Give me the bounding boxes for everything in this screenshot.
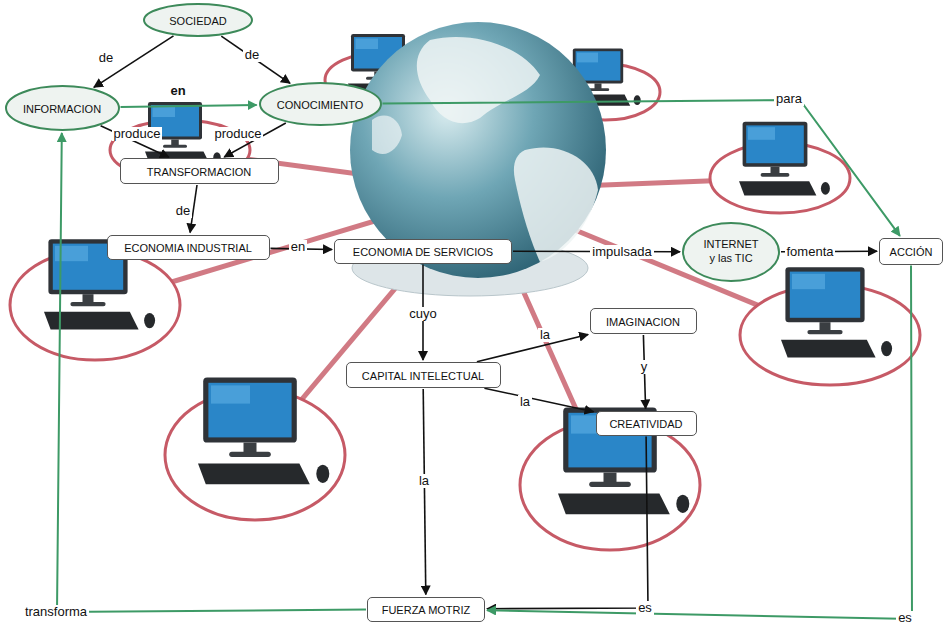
edge-label: de: [243, 48, 261, 62]
edge-label: es: [896, 611, 914, 625]
edge-label: para: [774, 92, 804, 106]
ellipse-outline: [6, 86, 119, 130]
text-holder: INFORMACION: [23, 99, 101, 117]
edge-label: la: [518, 395, 532, 409]
concept-ellipse: SOCIEDAD: [143, 3, 253, 37]
globe-continent: [372, 116, 402, 154]
concept-ellipse: CONOCIMIENTO: [259, 82, 382, 126]
text-holder: ACCIÓN: [890, 242, 933, 260]
edge-label: en: [168, 84, 187, 98]
node-text: FUERZA MOTRIZ: [382, 604, 471, 618]
edge-label: es: [636, 601, 654, 615]
text-holder: INTERNET y las TIC: [700, 238, 762, 266]
connector-arrow: [57, 133, 366, 612]
computer-icon: [739, 122, 830, 196]
edge-label: y: [639, 360, 650, 374]
connector-arrow: [101, 126, 169, 157]
node-text: INFORMACION: [23, 103, 101, 117]
text-holder: CONOCIMIENTO: [277, 95, 364, 113]
globe-continent: [514, 147, 598, 262]
concept-box: CREATIVIDAD: [596, 411, 697, 436]
edge-label: produce: [112, 127, 163, 141]
node-text: ECONOMIA DE SERVICIOS: [353, 246, 493, 260]
computer-icon: [781, 267, 892, 357]
text-holder: CAPITAL INTELECTUAL: [362, 366, 484, 384]
text-holder: ECONOMIA INDUSTRIAL: [124, 238, 252, 256]
node-text: ACCIÓN: [890, 246, 933, 260]
edge-label: en: [289, 240, 307, 254]
text-holder: TRANSFORMACION: [147, 162, 252, 180]
concept-box: TRANSFORMACION: [120, 158, 279, 184]
connector-arrow: [221, 36, 290, 83]
edge-label: fomenta: [785, 245, 836, 259]
text-holder: SOCIEDAD: [169, 11, 226, 29]
text-holder: FUERZA MOTRIZ: [382, 600, 471, 618]
concept-ellipse: INFORMACION: [5, 85, 120, 131]
connector-arrow: [94, 36, 174, 87]
computer-icon: [198, 378, 329, 485]
concept-box: ACCIÓN: [879, 238, 943, 265]
connector-arrow: [487, 266, 912, 620]
node-text: CONOCIMIENTO: [277, 99, 364, 113]
node-text: TRANSFORMACION: [147, 166, 252, 180]
edge-label: la: [417, 474, 431, 488]
edge-label: de: [97, 51, 115, 65]
connector-arrow: [487, 437, 648, 609]
concept-box: CAPITAL INTELECTUAL: [346, 362, 501, 388]
connector-arrow: [484, 388, 593, 412]
concept-box: FUERZA MOTRIZ: [367, 597, 485, 622]
edge-label: produce: [213, 127, 264, 141]
connector-arrow: [477, 335, 588, 362]
concept-box: ECONOMIA DE SERVICIOS: [334, 239, 512, 264]
concept-ellipse: INTERNET y las TIC: [682, 222, 780, 282]
edge-label: la: [538, 328, 552, 342]
concept-box: IMAGINACION: [590, 308, 697, 334]
edge-label: de: [174, 204, 192, 218]
ellipse-outline: [144, 4, 252, 36]
concept-box: ECONOMIA INDUSTRIAL: [107, 235, 270, 260]
edge-label: transforma: [23, 605, 89, 619]
ellipse-outline: [260, 83, 381, 125]
node-text: ECONOMIA INDUSTRIAL: [124, 242, 252, 256]
globe-continent: [417, 37, 540, 123]
connector-arrow: [423, 389, 426, 595]
node-text: SOCIEDAD: [169, 15, 226, 29]
node-text: CAPITAL INTELECTUAL: [362, 370, 484, 384]
edge-label: cuyo: [407, 307, 438, 321]
connector-arrow: [121, 105, 257, 107]
node-text: CREATIVIDAD: [609, 418, 682, 432]
ellipse-outline: [683, 223, 779, 281]
connector-arrow: [383, 100, 900, 236]
text-holder: IMAGINACION: [606, 312, 680, 330]
edge-label: impulsada: [590, 245, 653, 259]
node-text: INTERNET y las TIC: [700, 238, 762, 266]
computer-icon: [558, 408, 689, 515]
text-holder: CREATIVIDAD: [609, 414, 682, 432]
node-text: IMAGINACION: [606, 316, 680, 330]
globe: [350, 22, 606, 296]
text-holder: ECONOMIA DE SERVICIOS: [353, 242, 493, 260]
